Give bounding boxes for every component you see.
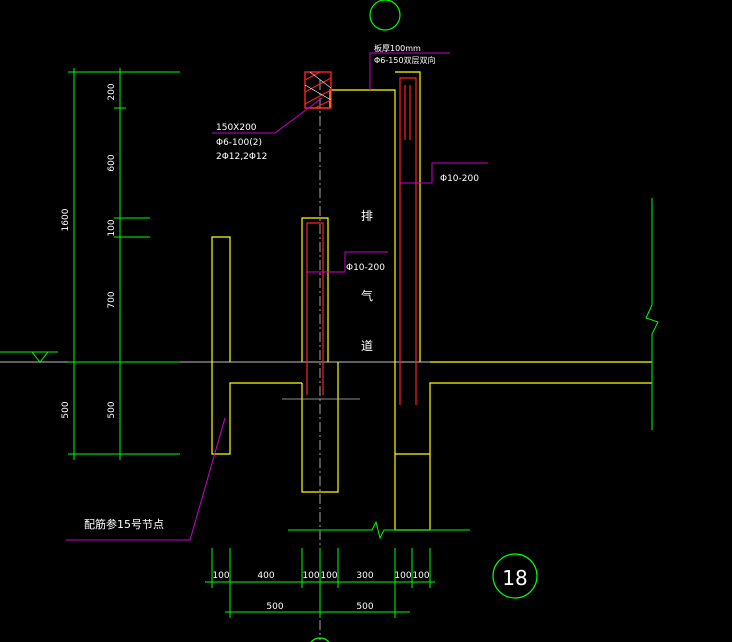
axis-bubble-top [369, 0, 401, 31]
reinforcement-reference: 配筋参15号节点 [84, 517, 164, 531]
break-line-bottom [288, 520, 470, 540]
duct-label-char-3: 道 [361, 339, 373, 353]
duct-label-char-2: 气 [361, 288, 373, 303]
break-line-right [645, 198, 659, 430]
beam-stirrup-label: Φ6-100(2) [216, 138, 262, 148]
beam-size-label: 150X200 [216, 123, 257, 133]
detail-number: 18 [502, 566, 527, 590]
rebar-right-label: Φ10-200 [440, 174, 479, 184]
floor-slab [429, 361, 652, 530]
rebar-mid-label: Φ10-200 [346, 263, 385, 273]
beam-section [304, 71, 332, 109]
leader-lines [66, 52, 488, 541]
bdim-r1-5: 100 [394, 571, 411, 581]
bdim-r2-0: 500 [266, 602, 283, 612]
bdim-r1-4: 300 [356, 571, 373, 581]
bdim-r1-2: 100 [302, 571, 319, 581]
bdim-r1-3: 100 [320, 571, 337, 581]
detail-bubble: 18 [492, 553, 538, 599]
dim-total-upper: 1600 [61, 208, 71, 231]
dim-seg-lower: 500 [107, 401, 117, 418]
bottom-dimension-lines [205, 548, 435, 618]
middle-wall-rebar [306, 222, 324, 395]
duct-label-char-1: 排 [361, 209, 373, 223]
bdim-r2-1: 500 [356, 602, 373, 612]
duct-wall-rebar [399, 77, 417, 405]
beam-main-bar-label: 2Φ12,2Φ12 [216, 152, 267, 162]
dim-seg-600: 600 [107, 154, 117, 171]
top-note-line2: Φ6-150双层双向 [374, 55, 436, 65]
bdim-r1-0: 100 [212, 571, 229, 581]
middle-wall [301, 217, 339, 493]
dim-seg-100: 100 [107, 219, 117, 236]
bdim-r1-6: 100 [412, 571, 429, 581]
top-note-line1: 板厚100mm [374, 43, 421, 53]
dim-seg-200: 200 [107, 83, 117, 100]
dim-total-lower: 500 [61, 401, 71, 418]
left-wall [211, 236, 302, 455]
dim-seg-700: 700 [107, 291, 117, 308]
bdim-r1-1: 400 [257, 571, 274, 581]
left-dimension-lines [68, 68, 180, 460]
